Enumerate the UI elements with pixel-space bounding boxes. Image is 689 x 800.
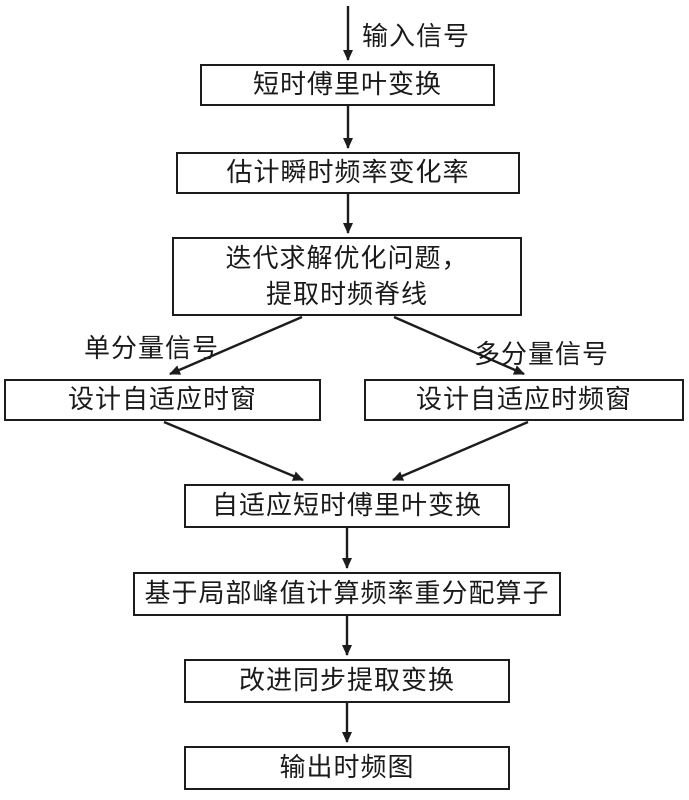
node-label-line1: 迭代求解优化问题， <box>225 243 469 274</box>
arrow-timewindow-to-adaptive <box>163 420 304 482</box>
node-label: 设计自适应时窗 <box>67 384 257 415</box>
node-label: 设计自适应时频窗 <box>415 384 632 415</box>
input-signal-label: 输入信号 <box>362 21 471 51</box>
node-improved-synchroextracting-transform: 改进同步提取变换 <box>184 659 510 703</box>
arrow-tfwindow-to-adaptive <box>392 420 529 482</box>
node-label-line2: 提取时频脊线 <box>265 278 428 309</box>
node-frequency-reassignment-operator: 基于局部峰值计算频率重分配算子 <box>133 572 561 616</box>
arrow-iterate-to-timewindow <box>169 315 303 376</box>
node-label: 改进同步提取变换 <box>238 665 455 696</box>
node-label: 基于局部峰值计算频率重分配算子 <box>144 578 550 609</box>
node-label: 自适应短时傅里叶变换 <box>211 490 482 521</box>
edge-label-single-component: 单分量信号 <box>84 333 220 363</box>
node-label: 短时傅里叶变换 <box>252 69 442 100</box>
node-estimate-if-change-rate: 估计瞬时频率变化率 <box>176 152 520 194</box>
node-label: 输出时频图 <box>279 752 415 783</box>
node-adaptive-short-time-fourier-transform: 自适应短时傅里叶变换 <box>184 484 510 528</box>
node-output-time-frequency-representation: 输出时频图 <box>184 746 510 790</box>
node-label: 估计瞬时频率变化率 <box>226 157 470 188</box>
arrow-iterate-to-tfwindow <box>393 315 525 376</box>
node-iterative-optimization-ridge-extraction: 迭代求解优化问题， 提取时频脊线 <box>172 237 522 316</box>
node-short-time-fourier-transform: 短时傅里叶变换 <box>200 64 495 106</box>
edge-label-multi-component: 多分量信号 <box>474 339 610 369</box>
node-design-adaptive-tf-window: 设计自适应时频窗 <box>364 379 684 421</box>
node-design-adaptive-time-window: 设计自适应时窗 <box>4 379 321 421</box>
